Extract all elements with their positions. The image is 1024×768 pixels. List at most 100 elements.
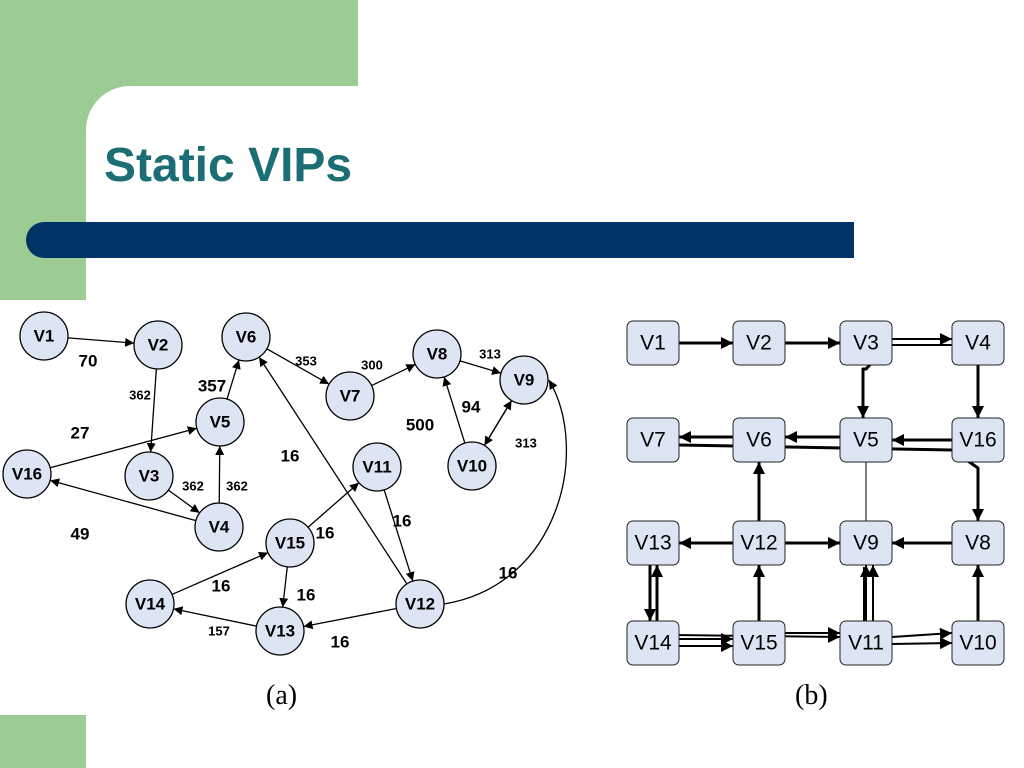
node-a-v3 xyxy=(124,451,174,501)
edge-weight-label: 16 xyxy=(297,585,316,604)
edge-weight-label: 27 xyxy=(71,423,90,442)
title-underline-bar xyxy=(26,222,854,258)
node-a-v9 xyxy=(499,355,549,405)
edge-b-v11-v10-b xyxy=(891,637,953,650)
caption-a: (a) xyxy=(266,680,298,711)
node-a-v1 xyxy=(19,311,69,361)
node-b-label: V14 xyxy=(634,632,672,655)
node-b-v3 xyxy=(839,320,893,366)
edge-a-v10-v9 xyxy=(483,400,513,446)
edge-weight-label: 16 xyxy=(212,576,231,595)
node-a-v11 xyxy=(352,442,402,492)
node-a-label: V12 xyxy=(405,594,435,613)
edge-weight-label: 16 xyxy=(499,563,518,582)
node-a-label: V11 xyxy=(362,457,391,476)
node-b-label: V1 xyxy=(640,332,666,355)
edge-weight-label: 500 xyxy=(406,415,434,434)
node-b-v9 xyxy=(839,520,893,566)
edge-a-v14-v15 xyxy=(171,551,269,596)
node-b-label: V11 xyxy=(848,632,884,655)
node-b-label: V7 xyxy=(640,429,666,452)
node-a-v10 xyxy=(447,441,497,491)
node-b-label: V6 xyxy=(746,429,772,452)
node-a-label: V10 xyxy=(457,456,487,475)
edge-a-v7-v8 xyxy=(371,363,416,387)
edge-a-v15-v11 xyxy=(307,482,360,528)
node-a-label: V13 xyxy=(265,621,295,640)
node-a-v16 xyxy=(2,449,52,499)
node-a-label: V6 xyxy=(236,327,257,346)
caption-b: (b) xyxy=(795,680,828,711)
node-b-v10 xyxy=(951,620,1005,666)
edge-weight-label: 353 xyxy=(295,353,317,368)
edge-weight-label: 94 xyxy=(462,397,481,416)
node-a-v6 xyxy=(221,312,271,362)
node-a-v8 xyxy=(412,329,462,379)
node-a-v15 xyxy=(265,518,315,568)
edge-weight-label: 16 xyxy=(316,523,335,542)
node-a-label: V15 xyxy=(275,533,305,552)
edge-a-v5-v6 xyxy=(226,359,241,400)
edge-weight-label: 362 xyxy=(182,478,204,493)
edge-weight-label: 300 xyxy=(361,357,383,372)
node-b-label: V13 xyxy=(634,532,671,555)
graph-b-edges xyxy=(644,333,984,652)
node-a-label: V7 xyxy=(340,386,361,405)
node-b-v16 xyxy=(951,417,1005,463)
edge-weight-label: 157 xyxy=(208,623,230,638)
edge-a-v8-v9 xyxy=(459,360,502,375)
edge-b-v11-v10-a xyxy=(891,627,953,640)
edge-a-v11-v12 xyxy=(383,489,415,582)
edge-a-v6-v7 xyxy=(266,348,330,385)
edge-a-v4-v5 xyxy=(215,445,225,504)
node-b-label: V5 xyxy=(853,429,879,452)
node-b-v12 xyxy=(732,520,786,566)
edge-a-v4-v16 xyxy=(49,478,197,522)
node-a-v2 xyxy=(133,320,183,370)
node-a-v13 xyxy=(255,606,305,656)
node-a-v5 xyxy=(195,397,245,447)
edge-a-v2-v3 xyxy=(146,368,158,453)
edge-a-v1-v2 xyxy=(67,337,135,347)
node-b-label: V10 xyxy=(959,632,996,655)
node-a-label: V1 xyxy=(34,326,55,345)
node-a-v7 xyxy=(325,371,375,421)
node-b-label: V12 xyxy=(740,532,777,555)
edge-weight-label: 16 xyxy=(281,446,300,465)
node-b-label: V15 xyxy=(740,632,777,655)
node-b-v1 xyxy=(626,320,680,366)
edge-weight-label: 362 xyxy=(129,387,151,402)
node-b-label: V2 xyxy=(746,332,772,355)
node-a-label: V5 xyxy=(210,412,231,431)
node-b-v13 xyxy=(626,520,680,566)
node-a-label: V4 xyxy=(209,517,230,536)
node-b-v8 xyxy=(951,520,1005,566)
edge-weight-label: 16 xyxy=(331,632,350,651)
node-a-v12 xyxy=(395,579,445,629)
node-b-v7 xyxy=(626,417,680,463)
node-b-label: V3 xyxy=(853,332,879,355)
edge-a-v15-v13 xyxy=(279,566,289,608)
node-a-label: V3 xyxy=(139,466,160,485)
node-b-v15 xyxy=(732,620,786,666)
node-a-label: V16 xyxy=(12,464,42,483)
edge-weight-label: 357 xyxy=(198,376,226,395)
edge-a-v12-v6 xyxy=(258,356,408,585)
edge-weight-label: 362 xyxy=(226,478,248,493)
node-b-label: V8 xyxy=(965,532,991,555)
node-a-label: V2 xyxy=(148,335,169,354)
node-b-v5 xyxy=(839,417,893,463)
node-b-v2 xyxy=(732,320,786,366)
edge-weight-label: 313 xyxy=(479,346,501,361)
edge-weight-label: 70 xyxy=(79,351,98,370)
node-b-v4 xyxy=(951,320,1005,366)
node-b-v11 xyxy=(839,620,893,666)
node-a-label: V14 xyxy=(135,594,166,613)
node-b-label: V16 xyxy=(959,429,996,452)
edge-weight-label: 313 xyxy=(515,435,537,450)
edge-a-v12-v13 xyxy=(303,607,397,630)
